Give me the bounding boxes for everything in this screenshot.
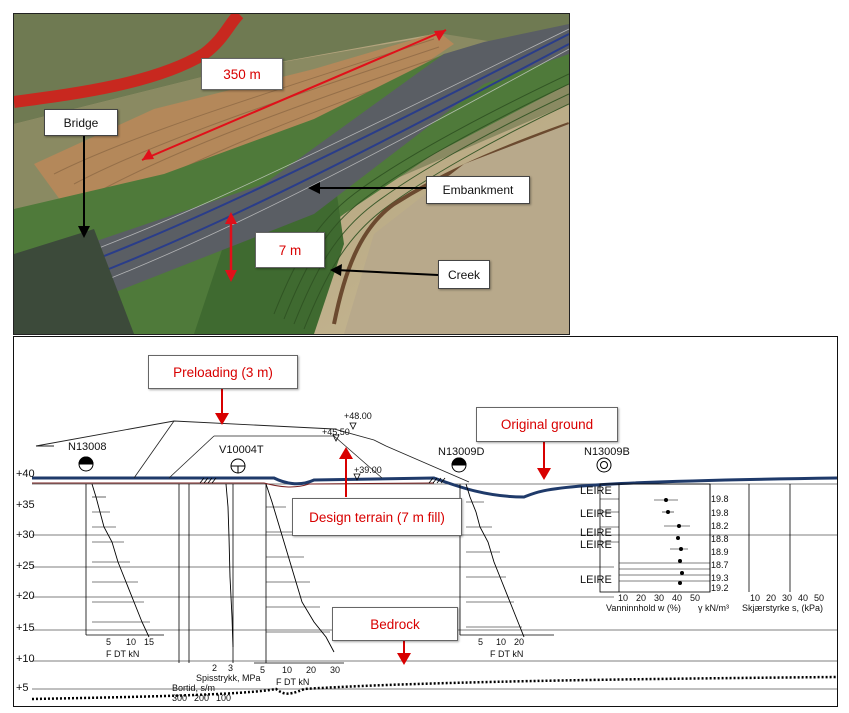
bortid-scale-tick: 200: [194, 693, 210, 703]
elev-tick-35: +35: [16, 499, 35, 511]
elev-tick-40: +40: [16, 468, 35, 480]
borehole-name: N13009D: [438, 446, 485, 458]
lab-scale-tick: 20: [636, 593, 647, 603]
creek-label: Creek: [438, 260, 490, 289]
bortid-scale-tick: 300: [172, 693, 188, 703]
soil-label: LEIRE: [580, 527, 612, 539]
cpt-scale-tick: 20: [306, 665, 317, 675]
preloading-label: Preloading (3 m): [148, 355, 298, 389]
mpa-scale-tick: 2: [212, 663, 218, 673]
unit-weight-value: 19.8: [711, 508, 729, 518]
cpt-scale-tick: 5: [260, 665, 266, 675]
cross-section: +40 +35 +30 +25 +20 +15 +10 +5 N13008 V1…: [13, 336, 838, 707]
fdt-scale-tick: 20: [514, 637, 525, 647]
lab-scale-tick: 40: [798, 593, 809, 603]
lab-scale-tick: 10: [618, 593, 629, 603]
level-label: +39.00: [354, 465, 382, 475]
lab-scale-tick: 50: [814, 593, 825, 603]
shear-strength-axis-label: Skjærstyrke s, (kPa): [742, 603, 824, 613]
fdt-scale-tick: 15: [144, 637, 155, 647]
fdt-scale-tick: 10: [126, 637, 137, 647]
lab-scale-tick: 40: [672, 593, 683, 603]
fdt-scale-tick: 5: [478, 637, 484, 647]
elev-tick-30: +30: [16, 529, 35, 541]
elev-tick-25: +25: [16, 560, 35, 572]
embankment-label: Embankment: [426, 176, 530, 204]
elev-tick-15: +15: [16, 622, 35, 634]
unit-weight-value: 19.8: [711, 494, 729, 504]
cpt-scale-tick: 10: [282, 665, 293, 675]
lab-scale-tick: 30: [782, 593, 793, 603]
original-ground-label: Original ground: [476, 407, 618, 442]
design-terrain-label: Design terrain (7 m fill): [292, 498, 462, 536]
bortid-axis-label: Bortid, s/m: [172, 683, 216, 693]
unit-weight-value: 19.2: [711, 583, 729, 593]
pore-pressure-axis-label: Spisstrykk, MPa: [196, 673, 261, 683]
unit-weight-value: 18.8: [711, 534, 729, 544]
borehole-name: N13009B: [584, 446, 630, 458]
cpt-scale-tick: 30: [330, 665, 341, 675]
lab-scale-tick: 10: [750, 593, 761, 603]
lab-scale-tick: 30: [654, 593, 665, 603]
level-label: +48.00: [344, 411, 372, 421]
unit-weight-value: 18.9: [711, 547, 729, 557]
fdt-axis-label: F DT kN: [276, 677, 310, 687]
fdt-axis-label: F DT kN: [490, 649, 524, 659]
aerial-render: 350 m Bridge Embankment 7 m Creek: [13, 13, 570, 335]
bortid-scale-tick: 100: [216, 693, 232, 703]
fdt-scale-tick: 5: [106, 637, 112, 647]
section-drawing: [31, 387, 837, 701]
fdt-scale-tick: 10: [496, 637, 507, 647]
length-label: 350 m: [201, 58, 283, 90]
unit-weight-axis-label: γ kN/m³: [698, 603, 729, 613]
bedrock-label: Bedrock: [332, 607, 458, 641]
lab-scale-tick: 20: [766, 593, 777, 603]
unit-weight-value: 19.3: [711, 573, 729, 583]
fdt-axis-label: F DT kN: [106, 649, 140, 659]
water-content-axis-label: Vanninnhold w (%): [606, 603, 681, 613]
elev-tick-5: +5: [16, 682, 29, 694]
borehole-name: V10004T: [219, 444, 264, 456]
soil-label: LEIRE: [580, 539, 612, 551]
soil-label: LEIRE: [580, 485, 612, 497]
unit-weight-value: 18.2: [711, 521, 729, 531]
level-label: +45.50: [322, 427, 350, 437]
mpa-scale-tick: 3: [228, 663, 234, 673]
bridge-label: Bridge: [44, 109, 118, 136]
soil-label: LEIRE: [580, 574, 612, 586]
elev-tick-20: +20: [16, 590, 35, 602]
elev-tick-10: +10: [16, 653, 35, 665]
lab-scale-tick: 50: [690, 593, 701, 603]
unit-weight-value: 18.7: [711, 560, 729, 570]
borehole-name: N13008: [68, 441, 107, 453]
soil-label: LEIRE: [580, 508, 612, 520]
height-label: 7 m: [255, 232, 325, 268]
